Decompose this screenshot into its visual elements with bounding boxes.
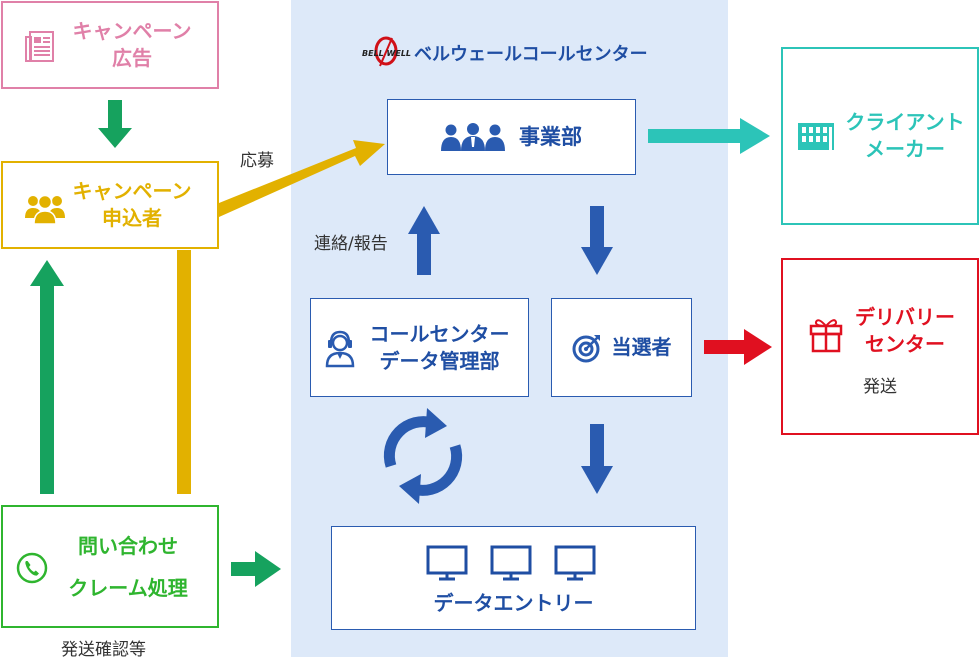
- client-line1: クライアント: [845, 110, 965, 134]
- inquiry-box: 問い合わせ クレーム処理: [1, 505, 219, 628]
- target-icon: [572, 333, 602, 363]
- building-icon: [797, 121, 835, 158]
- arrow-to-delivery: [704, 329, 772, 365]
- client-line2: メーカー: [864, 137, 945, 161]
- inquiry-note: 発送確認等: [61, 640, 146, 660]
- monitor-icon: [554, 545, 596, 581]
- report-label: 連絡/報告: [314, 234, 388, 254]
- division-label: 事業部: [519, 124, 582, 149]
- campaign-applicant-line1: キャンペーン: [72, 179, 192, 203]
- delivery-note: 発送: [863, 377, 897, 397]
- data-entry-box: データエントリー: [331, 526, 696, 630]
- apply-label: 応募: [240, 151, 274, 171]
- arrow-ad-to-applicant: [98, 100, 132, 148]
- arrow-inquiry-to-applicant: [30, 260, 64, 494]
- arrow-to-client: [648, 118, 770, 154]
- logo-text: BELL WELL: [362, 49, 411, 58]
- phone-icon: [16, 552, 48, 598]
- delivery-line2: センター: [865, 332, 945, 356]
- arrow-down-to-entry: [581, 424, 613, 494]
- inquiry-line1: 問い合わせ: [78, 533, 178, 558]
- campaign-ad-box: キャンペーン 広告: [1, 1, 219, 89]
- division-box: 事業部: [387, 99, 636, 175]
- delivery-line1: デリバリー: [855, 305, 955, 329]
- data-entry-label: データエントリー: [433, 591, 594, 615]
- headset-operator-icon: [325, 329, 355, 374]
- callcenter-line2: データ管理部: [379, 348, 500, 373]
- cycle-arrows-icon: [383, 408, 463, 504]
- arrow-inquiry-to-center: [231, 551, 281, 587]
- callcenter-box: コールセンター データ管理部: [310, 298, 529, 397]
- center-logo: BELL WELL: [361, 36, 411, 72]
- monitor-icons: [426, 545, 596, 581]
- team-icon: [441, 123, 505, 151]
- campaign-ad-line1: キャンペーン: [72, 19, 192, 43]
- arrow-applicant-to-division: [219, 140, 385, 217]
- client-maker-box: クライアント メーカー: [781, 47, 979, 225]
- monitor-icon: [490, 545, 532, 581]
- delivery-center-box: デリバリー センター 発送: [781, 258, 979, 435]
- inquiry-line2: クレーム処理: [68, 575, 188, 600]
- connector-applicant-down: [177, 250, 191, 494]
- gift-icon: [809, 316, 843, 359]
- campaign-applicant-line2: 申込者: [102, 206, 162, 230]
- arrow-up-report: [408, 206, 440, 275]
- arrow-down-to-winner: [581, 206, 613, 275]
- center-title: ベルウェールコールセンター: [414, 44, 648, 65]
- winner-label: 当選者: [611, 335, 672, 359]
- newspaper-icon: [25, 31, 55, 70]
- campaign-applicant-box: キャンペーン 申込者: [1, 161, 219, 249]
- monitor-icon: [426, 545, 468, 581]
- winner-box: 当選者: [551, 298, 692, 397]
- campaign-ad-line2: 広告: [112, 46, 152, 70]
- people-icon: [25, 192, 65, 231]
- callcenter-line1: コールセンター: [369, 321, 510, 346]
